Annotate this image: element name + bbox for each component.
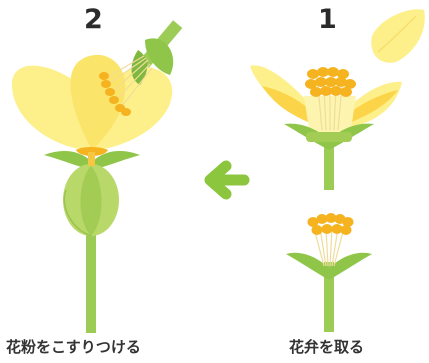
bottom-sepal-left (286, 252, 329, 280)
held-sepal (145, 38, 174, 75)
flower-icon (250, 65, 402, 190)
bottom-sepal-right (329, 252, 372, 280)
left-stem (86, 218, 96, 333)
step-2-number: 2 (84, 4, 103, 35)
left-sepal-right (92, 150, 140, 170)
right-receptacle (306, 132, 352, 142)
left-arrow-icon (204, 160, 250, 200)
petal-icon (371, 9, 425, 63)
bottom-stem (324, 262, 334, 332)
held-filaments (105, 55, 153, 107)
pollinated-flower-icon (11, 20, 183, 333)
left-sepal-left (44, 150, 92, 170)
stigma (76, 147, 108, 156)
held-anthers (99, 72, 131, 116)
bottom-filaments (313, 227, 345, 267)
step-1-number: 1 (318, 4, 337, 35)
ovary-shade (80, 166, 102, 236)
step-1-caption: 花弁を取る (289, 338, 365, 356)
stamen-icon (286, 213, 372, 332)
bottom-anthers (307, 213, 354, 235)
right-stem (324, 140, 334, 190)
style (88, 152, 95, 166)
ovary-line (63, 189, 92, 237)
left-petal-center (70, 54, 126, 150)
step-2-caption: 花粉をこすりつける (6, 338, 141, 356)
right-anthers (305, 67, 356, 97)
